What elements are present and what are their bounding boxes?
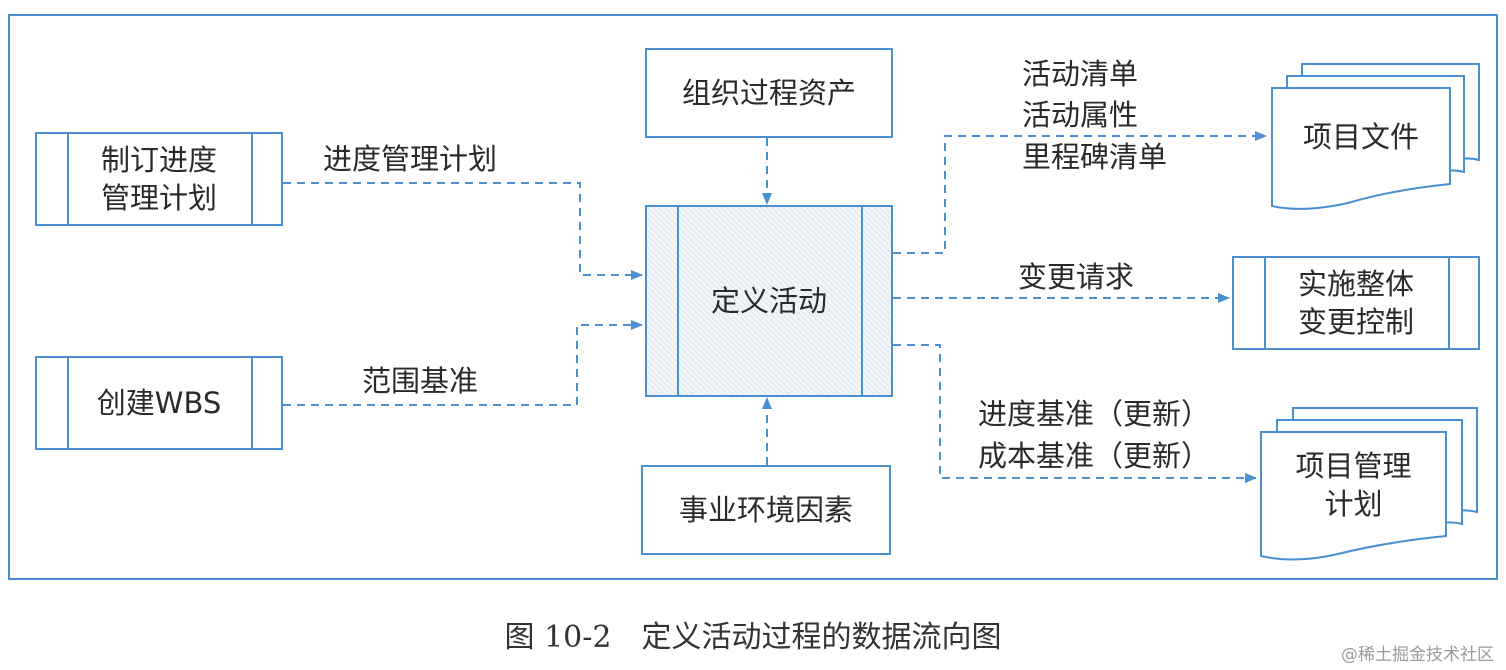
change-request-edge-label: 变更请求 — [1018, 260, 1135, 294]
project-docs-sheet-1 — [1271, 87, 1451, 210]
define-activities-label: 定义活动 — [710, 283, 827, 318]
org-assets-label: 组织过程资产 — [681, 75, 856, 110]
schedule-plan-box: 制订进度 管理计划 — [35, 132, 283, 226]
process-bar-left — [677, 207, 679, 395]
env-factors-box: 事业环境因素 — [641, 465, 891, 555]
integrated-change-label: 实施整体 变更控制 — [1297, 266, 1414, 339]
edge-scope-baseline — [283, 320, 643, 406]
env-factors-label: 事业环境因素 — [678, 492, 853, 527]
docs-edge-label: 活动清单 活动属性 里程碑清单 — [1022, 57, 1168, 174]
edge-project-plan — [893, 344, 1257, 483]
create-wbs-box: 创建WBS — [35, 356, 283, 450]
project-docs-label: 项目文件 — [1302, 120, 1419, 154]
integrated-change-box: 实施整体 变更控制 — [1232, 256, 1480, 350]
process-bar-left — [67, 358, 69, 448]
project-plan-sheet-1 — [1260, 431, 1447, 561]
scope-baseline-edge-label: 范围基准 — [362, 364, 479, 398]
process-bar-left — [67, 134, 69, 224]
figure-caption: 图 10-2 定义活动过程的数据流向图 — [504, 620, 1002, 655]
process-bar-right — [251, 134, 253, 224]
diagram-frame — [8, 14, 1498, 580]
org-assets-box: 组织过程资产 — [645, 48, 893, 138]
create-wbs-label: 创建WBS — [96, 385, 222, 420]
process-bar-right — [1448, 258, 1450, 348]
define-activities-box: 定义活动 — [645, 205, 893, 397]
process-bar-left — [1264, 258, 1266, 348]
watermark: @稀土掘金技术社区 — [1341, 645, 1494, 665]
plan-update-edge-label: 进度基准（更新） 成本基准（更新） — [978, 397, 1211, 474]
process-bar-right — [861, 207, 863, 395]
process-bar-right — [251, 358, 253, 448]
edge-schedule-plan — [283, 182, 643, 280]
edge-project-docs — [893, 131, 1267, 254]
schedule-plan-label: 制订进度 管理计划 — [100, 142, 217, 215]
schedule-plan-edge-label: 进度管理计划 — [323, 142, 498, 176]
project-plan-label: 项目管理 计划 — [1295, 449, 1412, 522]
